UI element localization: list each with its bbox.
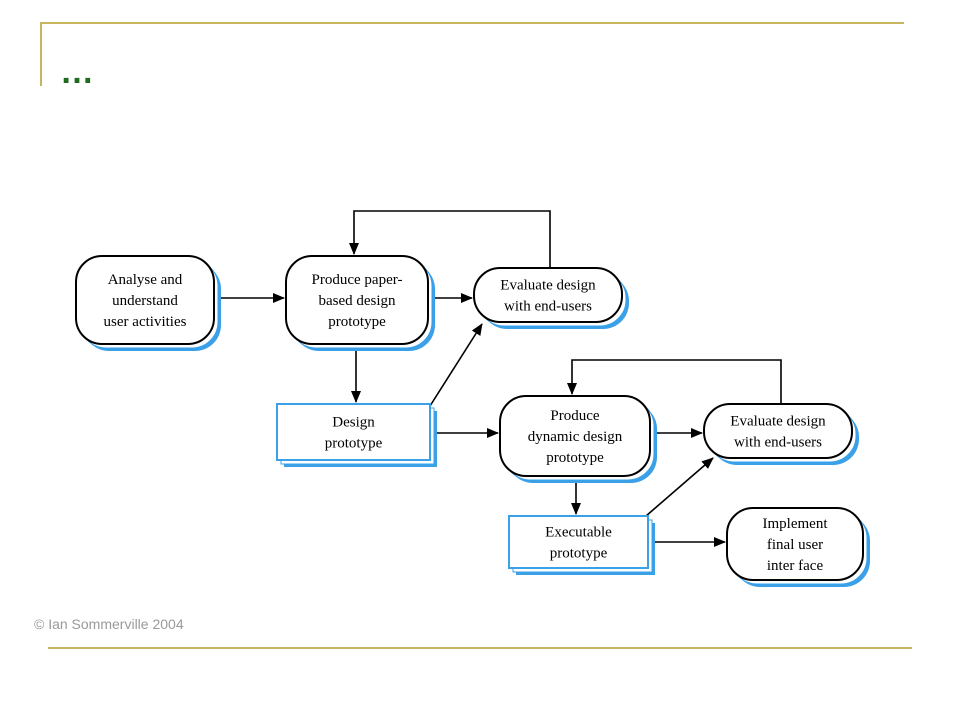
node-label-line: with end-users [504, 299, 592, 315]
node-label-line: based design [318, 293, 396, 309]
copyright-text: © Ian Sommerville 2004 [34, 616, 184, 632]
node-label-line: Produce [550, 408, 599, 424]
edge-exec-to-eval2 [645, 457, 714, 517]
node-box [276, 403, 431, 461]
node-label-line: prototype [325, 436, 383, 452]
node-label-line: dynamic design [528, 429, 623, 445]
node-label-line: inter face [767, 558, 824, 574]
node-label-line: Produce paper- [312, 272, 403, 288]
node-label-line: Design [332, 415, 375, 431]
edges-layer [214, 210, 782, 547]
node-eval2: Evaluate design with end-users [703, 403, 859, 465]
node-box [726, 507, 864, 581]
node-box [473, 267, 623, 323]
node-label-line: prototype [546, 450, 604, 466]
node-label-line: Analyse and [108, 272, 183, 288]
node-exec: Executable prototype [508, 515, 655, 575]
node-box [499, 395, 651, 477]
node-label-line: Implement [763, 516, 829, 532]
edge-designproto-to-eval1 [429, 323, 483, 407]
node-label-line: user activities [104, 314, 187, 330]
node-box [75, 255, 215, 345]
node-analyse: Analyse and understand user activities [75, 255, 221, 351]
node-label-line: prototype [550, 546, 608, 562]
node-label-line: Executable [545, 525, 612, 541]
frame-left-rule [40, 22, 42, 86]
node-label-line: prototype [328, 314, 386, 330]
node-eval1: Evaluate design with end-users [473, 267, 629, 329]
node-label-line: understand [112, 293, 178, 309]
node-paper: Produce paper-based design prototype [285, 255, 435, 351]
frame-bottom-rule [48, 647, 912, 649]
node-label-line: final user [767, 537, 823, 553]
node-label-line: Evaluate design [730, 414, 826, 430]
node-box [703, 403, 853, 459]
node-designproto: Design prototype [276, 403, 437, 467]
frame-top-rule [40, 22, 904, 24]
node-box [285, 255, 429, 345]
slide-title: … [60, 53, 100, 91]
node-implement: Implement final user inter face [726, 507, 870, 587]
edge-eval2-to-dynamic [567, 359, 782, 404]
node-label-line: Evaluate design [500, 278, 596, 294]
edge-eval1-to-paper [349, 210, 551, 268]
node-box [508, 515, 649, 569]
node-dynamic: Produce dynamic design prototype [499, 395, 657, 483]
node-label-line: with end-users [734, 435, 822, 451]
